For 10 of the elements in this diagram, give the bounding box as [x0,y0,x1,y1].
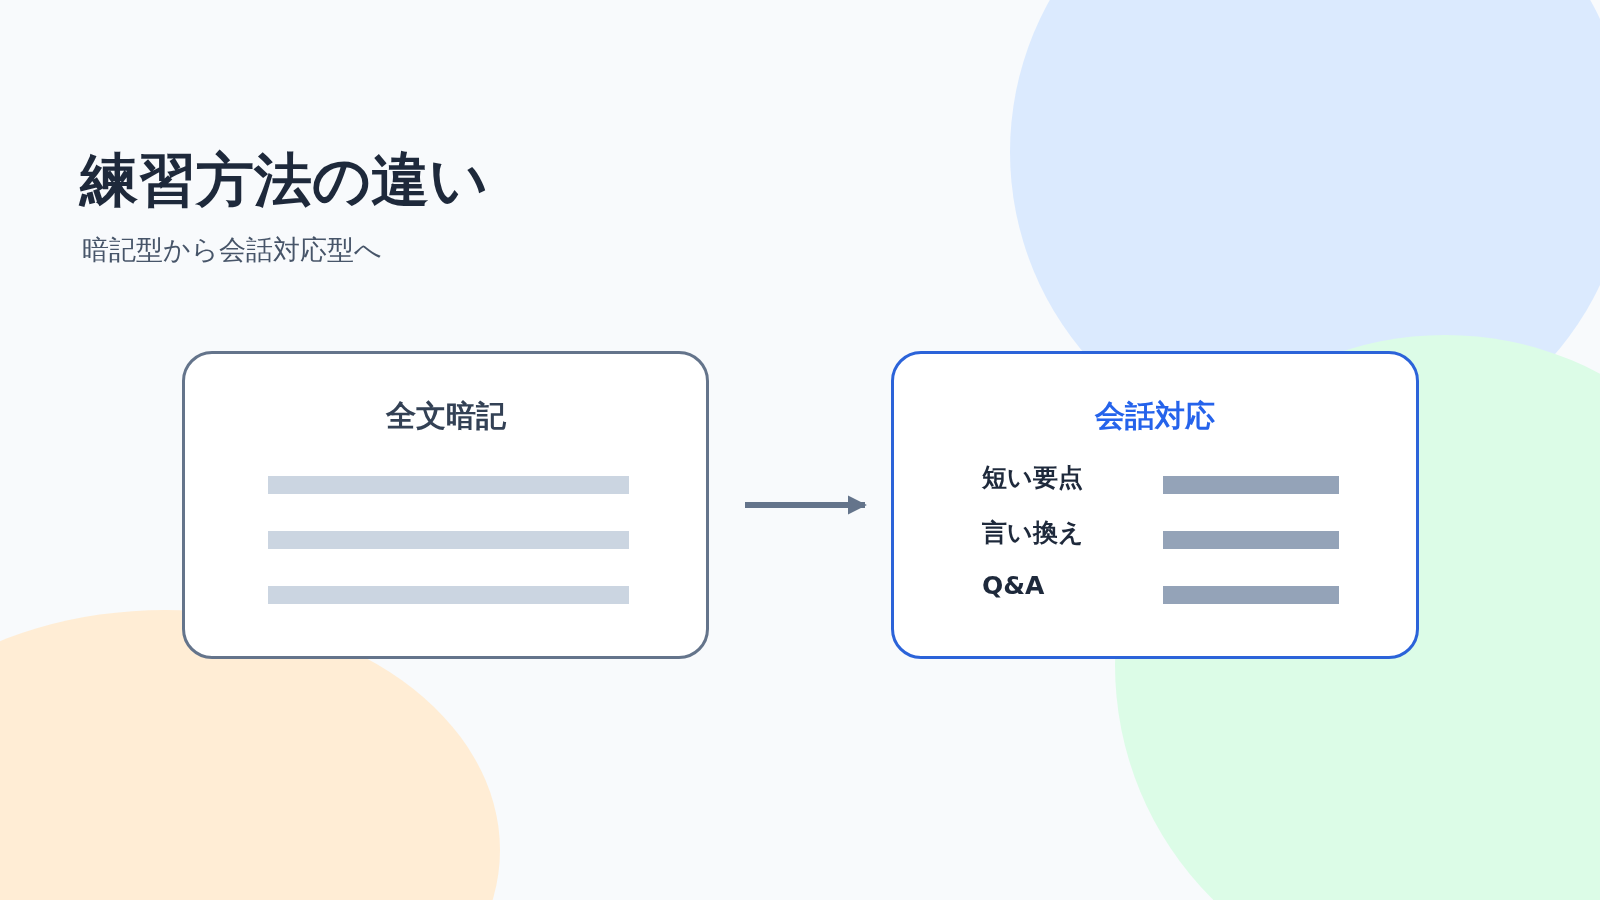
subtitle: 暗記型から会話対応型へ [82,233,382,267]
title: 練習方法の違い [80,145,488,216]
panel-box [891,351,1419,659]
panel-box [182,351,709,659]
list-item: Q&A [982,571,1045,600]
arrow [745,495,867,515]
list-item: 短い要点 [982,462,1083,494]
panel-heading: 会話対応 [1094,397,1216,435]
list-item: 言い換え [982,517,1084,549]
panel-heading: 全文暗記 [384,397,507,435]
